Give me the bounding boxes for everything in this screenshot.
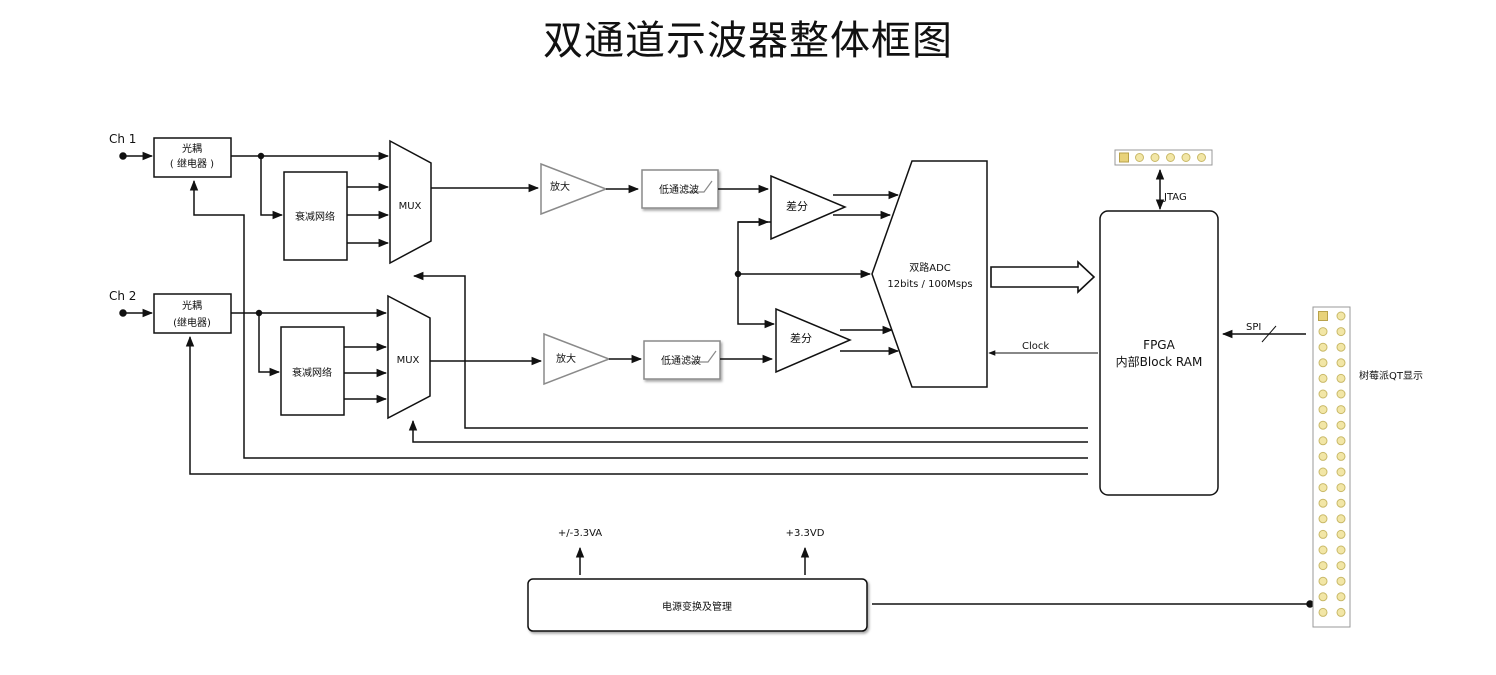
raspberry-pi-pin (1336, 311, 1346, 321)
digital-rail-label: +3.3VD (786, 528, 825, 539)
raspberry-pi-pin (1318, 467, 1328, 477)
raspberry-pi-pin (1318, 451, 1328, 461)
jtag-pin (1150, 153, 1160, 162)
raspberry-pi-pin (1318, 483, 1328, 493)
ch1-filter-label: 低通滤波 (659, 183, 699, 196)
raspberry-pi-pin (1318, 529, 1328, 539)
ch2-attenuator-label: 衰减网络 (292, 366, 332, 379)
raspberry-pi-pin (1336, 373, 1346, 383)
raspberry-pi-pin (1336, 545, 1346, 555)
ch2-input-label: Ch 2 (109, 289, 136, 303)
raspberry-pi-pin (1318, 358, 1328, 368)
raspberry-pi-pin (1318, 561, 1328, 571)
ch1-relay-label-2: ( 继电器 ) (170, 157, 214, 170)
ch1-attenuator-box (283, 171, 348, 261)
raspberry-pi-pin (1318, 545, 1328, 555)
jtag-pin (1197, 153, 1206, 162)
ch1-diff-label: 差分 (786, 199, 808, 213)
analog-rail-label: +/-3.3VA (558, 528, 602, 539)
ch1-diff-amp (770, 174, 847, 241)
channel-1 (119, 137, 900, 265)
raspberry-pi-pin (1336, 451, 1346, 461)
raspberry-pi-pin (1318, 420, 1328, 430)
adc-label-1: 双路ADC (909, 261, 951, 274)
jtag-pin (1181, 153, 1191, 162)
ch2-mux (387, 294, 431, 420)
ch2-filter-label: 低通滤波 (661, 354, 701, 367)
ch2-amplifier (543, 332, 612, 386)
raspberry-pi-pin (1318, 327, 1328, 337)
ch1-mux-label: MUX (399, 201, 422, 212)
raspberry-pi-pin (1318, 498, 1328, 508)
jtag-pin (1135, 153, 1144, 162)
raspberry-pi-pin (1318, 311, 1328, 321)
raspberry-pi-pin (1336, 514, 1346, 524)
adc-label-2: 12bits / 100Msps (887, 279, 972, 290)
raspberry-pi-pin (1336, 498, 1346, 508)
ch2-relay-label-2: (继电器) (173, 316, 211, 329)
power-block-label: 电源变换及管理 (662, 600, 732, 613)
raspberry-pi-pin (1336, 561, 1346, 571)
raspberry-pi-pin (1336, 358, 1346, 368)
ch1-relay-label-1: 光耦 (182, 142, 202, 155)
fpga-label-1: FPGA (1143, 338, 1175, 352)
raspberry-pi-pin (1336, 342, 1346, 352)
jtag-pin (1119, 152, 1129, 163)
ch2-attenuator-box (280, 326, 345, 416)
raspberry-pi-pin (1336, 467, 1346, 477)
raspberry-pi-pin (1318, 592, 1328, 602)
ch2-lowpass-filter (643, 340, 721, 380)
jtag-pin (1166, 153, 1175, 162)
raspberry-pi-pin (1336, 576, 1346, 586)
raspberry-pi-pin (1318, 373, 1328, 383)
adc-block (871, 160, 988, 388)
ch1-lowpass-filter (641, 169, 719, 209)
raspberry-pi-pin (1318, 436, 1328, 446)
raspberry-pi-label: 树莓派QT显示 (1359, 369, 1423, 382)
jtag-header (1114, 149, 1213, 166)
raspberry-pi-pin (1336, 327, 1346, 337)
raspberry-pi-header (1312, 306, 1351, 628)
ch1-amplifier (540, 162, 609, 216)
raspberry-pi-pin (1336, 405, 1346, 415)
ch1-amp-label: 放大 (550, 180, 570, 193)
raspberry-pi-pin (1318, 576, 1328, 586)
raspberry-pi-pin (1318, 389, 1328, 399)
ch1-attenuator-label: 衰减网络 (295, 210, 335, 223)
raspberry-pi-pin (1336, 592, 1346, 602)
jtag-label: JTAG (1163, 192, 1187, 203)
raspberry-pi-pin (1318, 342, 1328, 352)
raspberry-pi-pin (1336, 420, 1346, 430)
raspberry-pi-pin (1336, 389, 1346, 399)
ch1-input-label: Ch 1 (109, 132, 136, 146)
spi-label: SPI (1246, 322, 1261, 333)
fpga-block (1099, 210, 1219, 496)
ch2-diff-label: 差分 (790, 331, 812, 345)
ch1-relay-box (153, 137, 232, 178)
ch2-relay-label-1: 光耦 (182, 299, 202, 312)
raspberry-pi-pin (1318, 607, 1328, 617)
raspberry-pi-pin (1336, 529, 1346, 539)
clock-label: Clock (1022, 341, 1049, 352)
adc-data-arrow (990, 260, 1096, 294)
ch2-mux-label: MUX (397, 355, 420, 366)
channel-2 (119, 293, 900, 420)
raspberry-pi-pin (1336, 483, 1346, 493)
ch1-mux (389, 139, 432, 265)
raspberry-pi-pin (1318, 514, 1328, 524)
ch2-diff-amp (775, 307, 852, 374)
ch2-relay-box (153, 293, 232, 334)
raspberry-pi-pin (1336, 607, 1346, 617)
power-block (527, 578, 868, 632)
ch2-amp-label: 放大 (556, 352, 576, 365)
fpga-label-2: 内部Block RAM (1116, 354, 1203, 369)
raspberry-pi-pin (1318, 405, 1328, 415)
page-title: 双通道示波器整体框图 (543, 18, 953, 64)
raspberry-pi-pin (1336, 436, 1346, 446)
